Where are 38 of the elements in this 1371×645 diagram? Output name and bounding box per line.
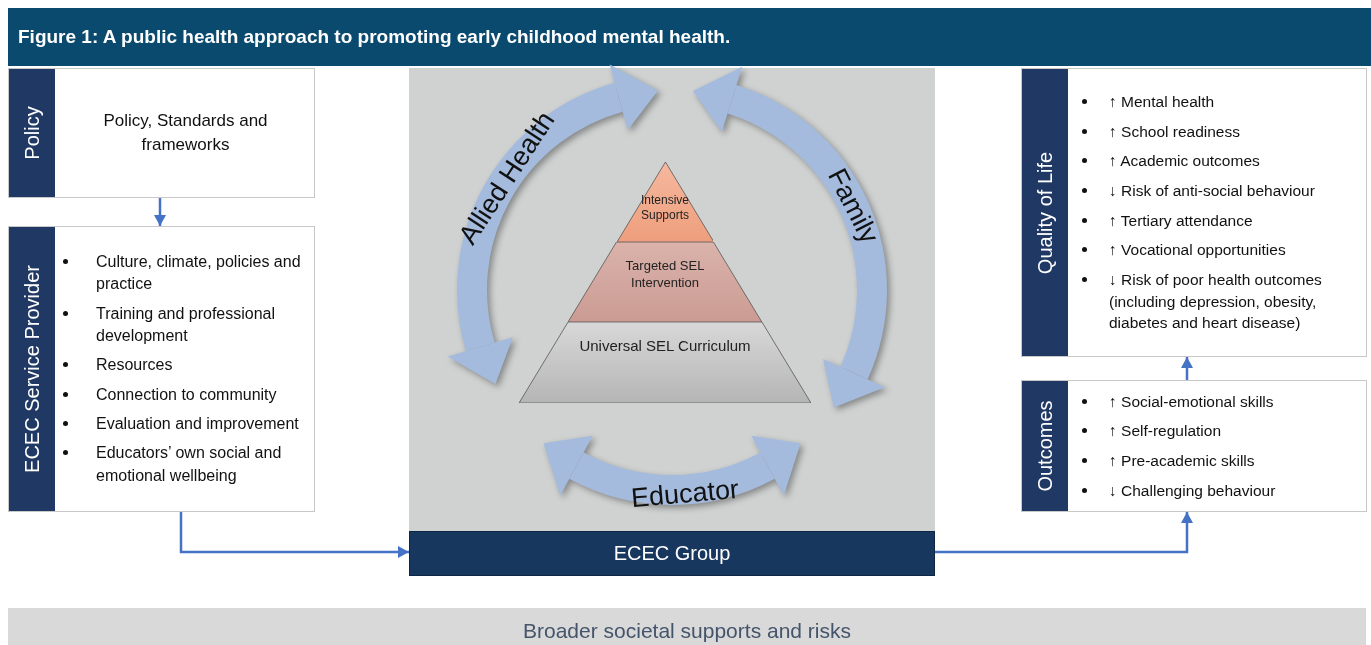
box-text: Policy, Standards and frameworks bbox=[102, 110, 269, 156]
text-box bbox=[1021, 380, 1367, 512]
text-box bbox=[1021, 68, 1367, 357]
tier-label: Universal SEL Curriculum bbox=[579, 336, 751, 356]
list-item-text: ↑ Social-emotional skills bbox=[1109, 391, 1274, 412]
list-item-text: Culture, climate, policies and practice bbox=[96, 251, 302, 295]
band-label: Broader societal supports and risks bbox=[523, 617, 851, 643]
vertical-heading: ECEC Service Provider bbox=[20, 265, 44, 473]
tier-label: Intensive Supports bbox=[639, 192, 690, 224]
connector-arrow bbox=[1181, 357, 1193, 380]
connector-arrow bbox=[179, 512, 409, 558]
list-item-text: ↑ Mental health bbox=[1109, 91, 1215, 112]
list-item-text: Connection to community bbox=[96, 384, 277, 405]
vertical-heading: Outcomes bbox=[1033, 400, 1057, 492]
list-item-text: ↓ Risk of poor health outcomes (including depression, obesity, diabetes and heart disease) bbox=[1109, 270, 1323, 334]
text-box bbox=[8, 68, 315, 198]
arrow-label: Educator bbox=[629, 473, 741, 515]
tier-label: Targeted SEL Intervention bbox=[624, 258, 706, 292]
list-item-text: ↑ Self-regulation bbox=[1109, 421, 1221, 442]
vertical-heading: Policy bbox=[20, 106, 44, 160]
list-item-text: ↓ Risk of anti-social behaviour bbox=[1109, 180, 1315, 201]
list-item-text: ↑ Pre-academic skills bbox=[1109, 451, 1255, 471]
group-label: ECEC Group bbox=[613, 542, 731, 565]
list-item-text: ↓ Challenging behaviour bbox=[1109, 480, 1276, 501]
footer-band bbox=[8, 608, 1366, 645]
connector-arrow bbox=[935, 512, 1193, 554]
list-item-text: Evaluation and improvement bbox=[96, 414, 299, 435]
list-item-text: ↑ Tertiary attendance bbox=[1109, 210, 1253, 231]
list-item-text: ↑ Academic outcomes bbox=[1109, 151, 1260, 172]
figure-title: Figure 1: A public health approach to promoting early childhood mental health. bbox=[18, 26, 731, 48]
list-item-text: Resources bbox=[96, 355, 173, 376]
list-item-text: Training and professional development bbox=[96, 303, 277, 346]
list-item-text: Educators’ own social and emotional wellbeing bbox=[96, 443, 283, 486]
list-item-text: ↑ School readiness bbox=[1109, 121, 1240, 142]
connector-arrow bbox=[154, 198, 166, 226]
list-item-text: ↑ Vocational opportunities bbox=[1109, 240, 1286, 261]
text-box bbox=[8, 226, 315, 512]
vertical-heading: Quality of Life bbox=[1033, 151, 1057, 274]
